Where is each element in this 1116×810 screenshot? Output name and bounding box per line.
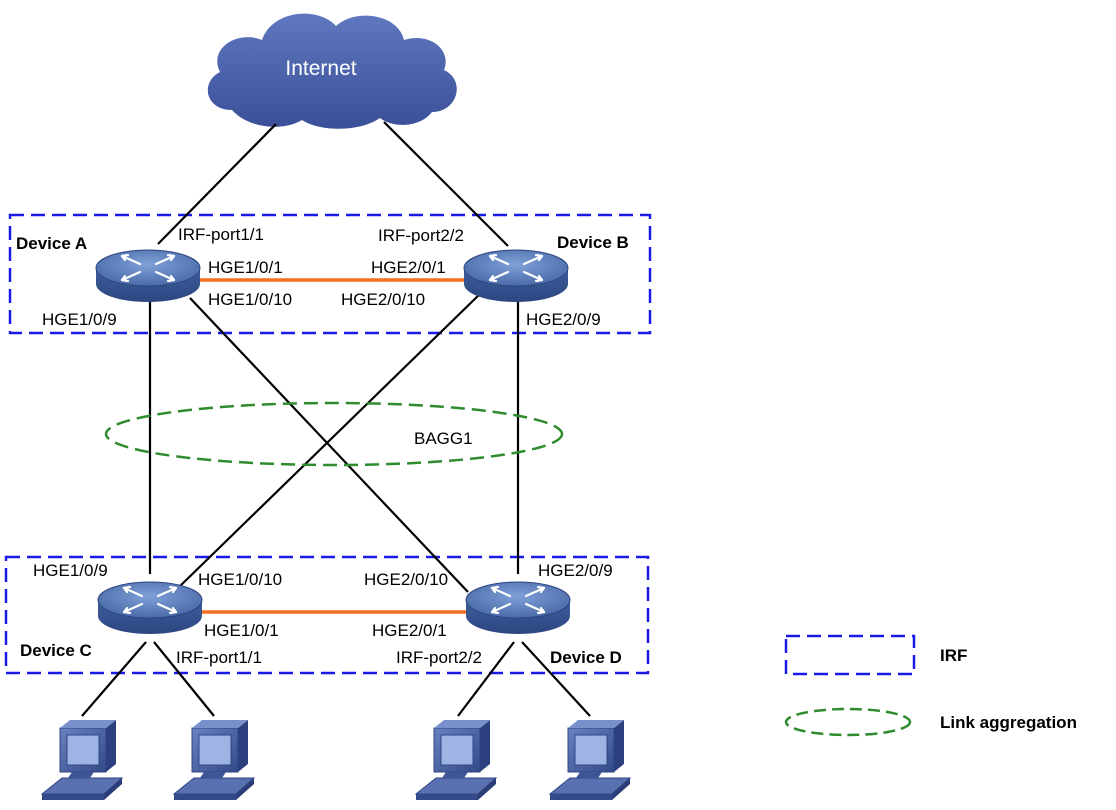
uplink-a (157, 123, 277, 245)
pc-icon-3 (415, 719, 497, 801)
legend-aggregation-label: Link aggregation (940, 713, 1077, 732)
pc-link-2 (153, 641, 215, 717)
port-label-a-irf: IRF-port1/1 (178, 225, 264, 244)
port-label-a-hge1: HGE1/0/1 (208, 258, 283, 277)
irf-box-bottom (4, 555, 650, 675)
port-label-a-hge10: HGE1/0/10 (208, 290, 292, 309)
port-label-a-hge9: HGE1/0/9 (42, 310, 117, 329)
port-label-b-hge10: HGE2/0/10 (341, 290, 425, 309)
port-label-b-hge9: HGE2/0/9 (526, 310, 601, 329)
device-c-icon (96, 580, 204, 636)
port-label-b-irf: IRF-port2/2 (378, 226, 464, 245)
device-a-icon (94, 248, 202, 304)
device-b-label: Device B (557, 233, 629, 252)
irf-box-top (8, 213, 652, 335)
internet-label: Internet (285, 57, 356, 80)
port-label-d-hge9: HGE2/0/9 (538, 561, 613, 580)
pc-link-4 (521, 641, 591, 717)
port-label-b-hge1: HGE2/0/1 (371, 258, 446, 277)
aggregation-ellipse (104, 401, 564, 467)
port-label-c-hge9: HGE1/0/9 (33, 561, 108, 580)
pc-icon-4 (549, 719, 631, 801)
link-a-d (189, 297, 469, 593)
pc-icon-1 (41, 719, 123, 801)
device-b-icon (462, 248, 570, 304)
legend-irf-label: IRF (940, 646, 967, 665)
pc-icon-2 (173, 719, 255, 801)
port-label-c-irf: IRF-port1/1 (176, 648, 262, 667)
pc-link-3 (457, 641, 515, 717)
internet-cloud-icon (207, 13, 457, 129)
aggregation-label: BAGG1 (414, 429, 473, 448)
device-a-label: Device A (16, 234, 87, 253)
port-label-d-hge10: HGE2/0/10 (364, 570, 448, 589)
device-d-icon (464, 580, 572, 636)
device-d-label: Device D (550, 648, 622, 667)
port-label-d-irf: IRF-port2/2 (396, 648, 482, 667)
uplink-b (383, 121, 509, 247)
device-c-label: Device C (20, 641, 92, 660)
link-b-c (177, 291, 483, 589)
port-label-c-hge10: HGE1/0/10 (198, 570, 282, 589)
legend-aggregation-swatch (784, 707, 912, 737)
port-label-d-hge1: HGE2/0/1 (372, 621, 447, 640)
pc-link-1 (81, 641, 147, 717)
port-label-c-hge1: HGE1/0/1 (204, 621, 279, 640)
legend-irf-swatch (784, 634, 916, 676)
